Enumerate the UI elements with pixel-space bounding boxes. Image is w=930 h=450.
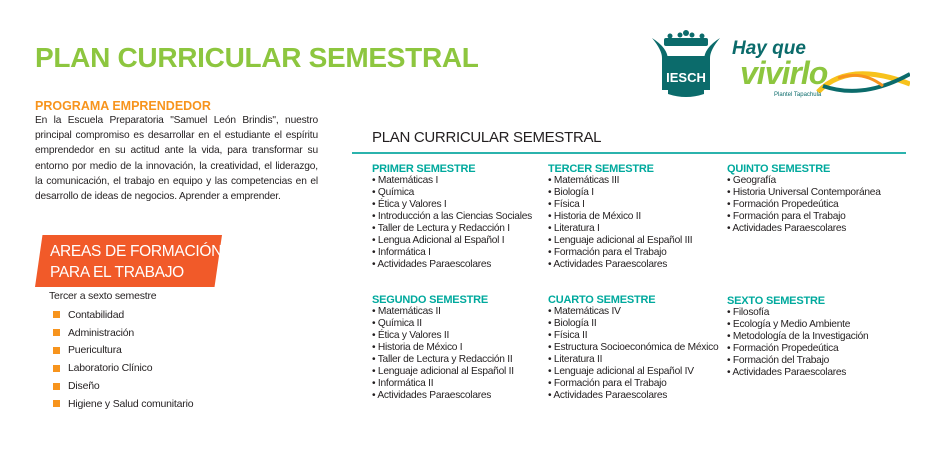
subject-item: Formación para el Trabajo bbox=[727, 211, 907, 223]
subject-item: Literatura II bbox=[548, 354, 728, 366]
subject-item: Actividades Paraescolares bbox=[727, 223, 907, 235]
subject-item: Lenguaje adicional al Español IV bbox=[548, 366, 728, 378]
area-label: Diseño bbox=[68, 380, 100, 393]
subject-item: Biología I bbox=[548, 187, 728, 199]
areas-subtitle: Tercer a sexto semestre bbox=[49, 290, 157, 302]
subject-item: Formación Propedeútica bbox=[727, 343, 907, 355]
area-label: Laboratorio Clínico bbox=[68, 362, 153, 375]
subject-item: Formación Propedeútica bbox=[727, 199, 907, 211]
semester-block: SEXTO SEMESTREFilosofíaEcología y Medio … bbox=[727, 295, 907, 379]
semester-block: PRIMER SEMESTREMatemáticas IQuímicaÉtica… bbox=[372, 163, 552, 271]
subject-item: Ética y Valores I bbox=[372, 199, 552, 211]
subject-list: FilosofíaEcología y Medio AmbienteMetodo… bbox=[727, 307, 907, 379]
subject-item: Matemáticas II bbox=[372, 306, 552, 318]
subject-item: Actividades Paraescolares bbox=[727, 367, 907, 379]
area-label: Puericultura bbox=[68, 344, 122, 357]
semester-block: SEGUNDO SEMESTREMatemáticas IIQuímica II… bbox=[372, 294, 552, 402]
subject-item: Lenguaje adicional al Español III bbox=[548, 235, 728, 247]
page-title: PLAN CURRICULAR SEMESTRAL bbox=[35, 42, 479, 73]
area-label: Higiene y Salud comunitario bbox=[68, 397, 194, 410]
banner-line-2: PARA EL TRABAJO bbox=[50, 264, 184, 281]
subject-item: Historia de México II bbox=[548, 211, 728, 223]
subject-item: Formación del Trabajo bbox=[727, 355, 907, 367]
programa-heading: PROGRAMA EMPRENDEDOR bbox=[35, 99, 211, 113]
subject-item: Taller de Lectura y Redacción II bbox=[372, 354, 552, 366]
divider bbox=[352, 152, 906, 154]
semester-heading: SEXTO SEMESTRE bbox=[727, 295, 825, 307]
subject-item: Ética y Valores II bbox=[372, 330, 552, 342]
plan-heading: PLAN CURRICULAR SEMESTRAL bbox=[372, 129, 602, 146]
areas-banner bbox=[35, 235, 222, 287]
subject-item: Taller de Lectura y Redacción I bbox=[372, 223, 552, 235]
subject-item: Ecología y Medio Ambiente bbox=[727, 319, 907, 331]
list-item: Laboratorio Clínico bbox=[53, 359, 193, 377]
subject-item: Química II bbox=[372, 318, 552, 330]
subject-item: Historia Universal Contemporánea bbox=[727, 187, 907, 199]
square-bullet-icon bbox=[53, 346, 60, 354]
subject-item: Actividades Paraescolares bbox=[372, 259, 552, 271]
areas-banner-title: AREAS DE FORMACIÓN PARA EL TRABAJO bbox=[50, 241, 222, 283]
iesch-logo: IESCH Hay que vivirlo Plantel Tapachula bbox=[652, 30, 910, 98]
area-label: Contabilidad bbox=[68, 308, 124, 321]
subject-item: Introducción a las Ciencias Sociales bbox=[372, 211, 552, 223]
semester-heading: QUINTO SEMESTRE bbox=[727, 163, 831, 175]
subject-item: Formación para el Trabajo bbox=[548, 247, 728, 259]
programa-text: En la Escuela Preparatoria "Samuel León … bbox=[35, 115, 318, 203]
subject-item: Formación para el Trabajo bbox=[548, 378, 728, 390]
subject-item: Lenguaje adicional al Español II bbox=[372, 366, 552, 378]
area-label: Administración bbox=[68, 326, 135, 339]
list-item: Higiene y Salud comunitario bbox=[53, 395, 194, 413]
banner-line-1: AREAS DE FORMACIÓN bbox=[50, 243, 223, 260]
semester-heading: TERCER SEMESTRE bbox=[548, 163, 654, 175]
subject-item: Lengua Adicional al Español I bbox=[372, 235, 552, 247]
list-item: Administración bbox=[53, 324, 193, 342]
subject-item: Geografía bbox=[727, 175, 907, 187]
square-bullet-icon bbox=[53, 329, 60, 337]
subject-item: Estructura Socioeconómica de México bbox=[548, 342, 728, 354]
subject-item: Biología II bbox=[548, 318, 728, 330]
areas-list: Contabilidad Administración Puericultura… bbox=[53, 306, 194, 413]
subject-item: Actividades Paraescolares bbox=[548, 390, 728, 402]
semester-block: TERCER SEMESTREMatemáticas IIIBiología I… bbox=[548, 163, 728, 271]
subject-item: Matemáticas IV bbox=[548, 306, 728, 318]
semester-heading: SEGUNDO SEMESTRE bbox=[372, 294, 488, 306]
list-item: Contabilidad bbox=[53, 306, 193, 324]
square-bullet-icon bbox=[53, 400, 60, 408]
square-bullet-icon bbox=[53, 382, 60, 390]
subject-item: Física I bbox=[548, 199, 728, 211]
semester-heading: CUARTO SEMESTRE bbox=[548, 294, 656, 306]
list-item: Diseño bbox=[53, 377, 193, 395]
svg-text:Hay que: Hay que bbox=[732, 38, 806, 59]
svg-text:Plantel Tapachula: Plantel Tapachula bbox=[774, 92, 822, 98]
semester-block: QUINTO SEMESTREGeografíaHistoria Univers… bbox=[727, 163, 907, 235]
subject-list: Matemáticas IIIBiología IFísica IHistori… bbox=[548, 175, 728, 271]
svg-text:IESCH: IESCH bbox=[666, 70, 706, 85]
square-bullet-icon bbox=[53, 311, 60, 319]
subject-item: Informática I bbox=[372, 247, 552, 259]
subject-list: Matemáticas IVBiología IIFísica IIEstruc… bbox=[548, 306, 728, 402]
subject-list: Matemáticas IIQuímica IIÉtica y Valores … bbox=[372, 306, 552, 402]
square-bullet-icon bbox=[53, 364, 60, 372]
subject-item: Literatura I bbox=[548, 223, 728, 235]
svg-text:vivirlo: vivirlo bbox=[740, 55, 828, 91]
subject-list: Matemáticas IQuímicaÉtica y Valores IInt… bbox=[372, 175, 552, 271]
subject-item: Informática II bbox=[372, 378, 552, 390]
subject-item: Matemáticas I bbox=[372, 175, 552, 187]
semester-heading: PRIMER SEMESTRE bbox=[372, 163, 476, 175]
subject-item: Filosofía bbox=[727, 307, 907, 319]
subject-item: Matemáticas III bbox=[548, 175, 728, 187]
subject-item: Historia de México I bbox=[372, 342, 552, 354]
subject-list: GeografíaHistoria Universal Contemporáne… bbox=[727, 175, 907, 235]
subject-item: Actividades Paraescolares bbox=[548, 259, 728, 271]
subject-item: Química bbox=[372, 187, 552, 199]
subject-item: Metodología de la Investigación bbox=[727, 331, 907, 343]
subject-item: Actividades Paraescolares bbox=[372, 390, 552, 402]
semester-block: CUARTO SEMESTREMatemáticas IVBiología II… bbox=[548, 294, 728, 402]
subject-item: Física II bbox=[548, 330, 728, 342]
list-item: Puericultura bbox=[53, 342, 193, 360]
